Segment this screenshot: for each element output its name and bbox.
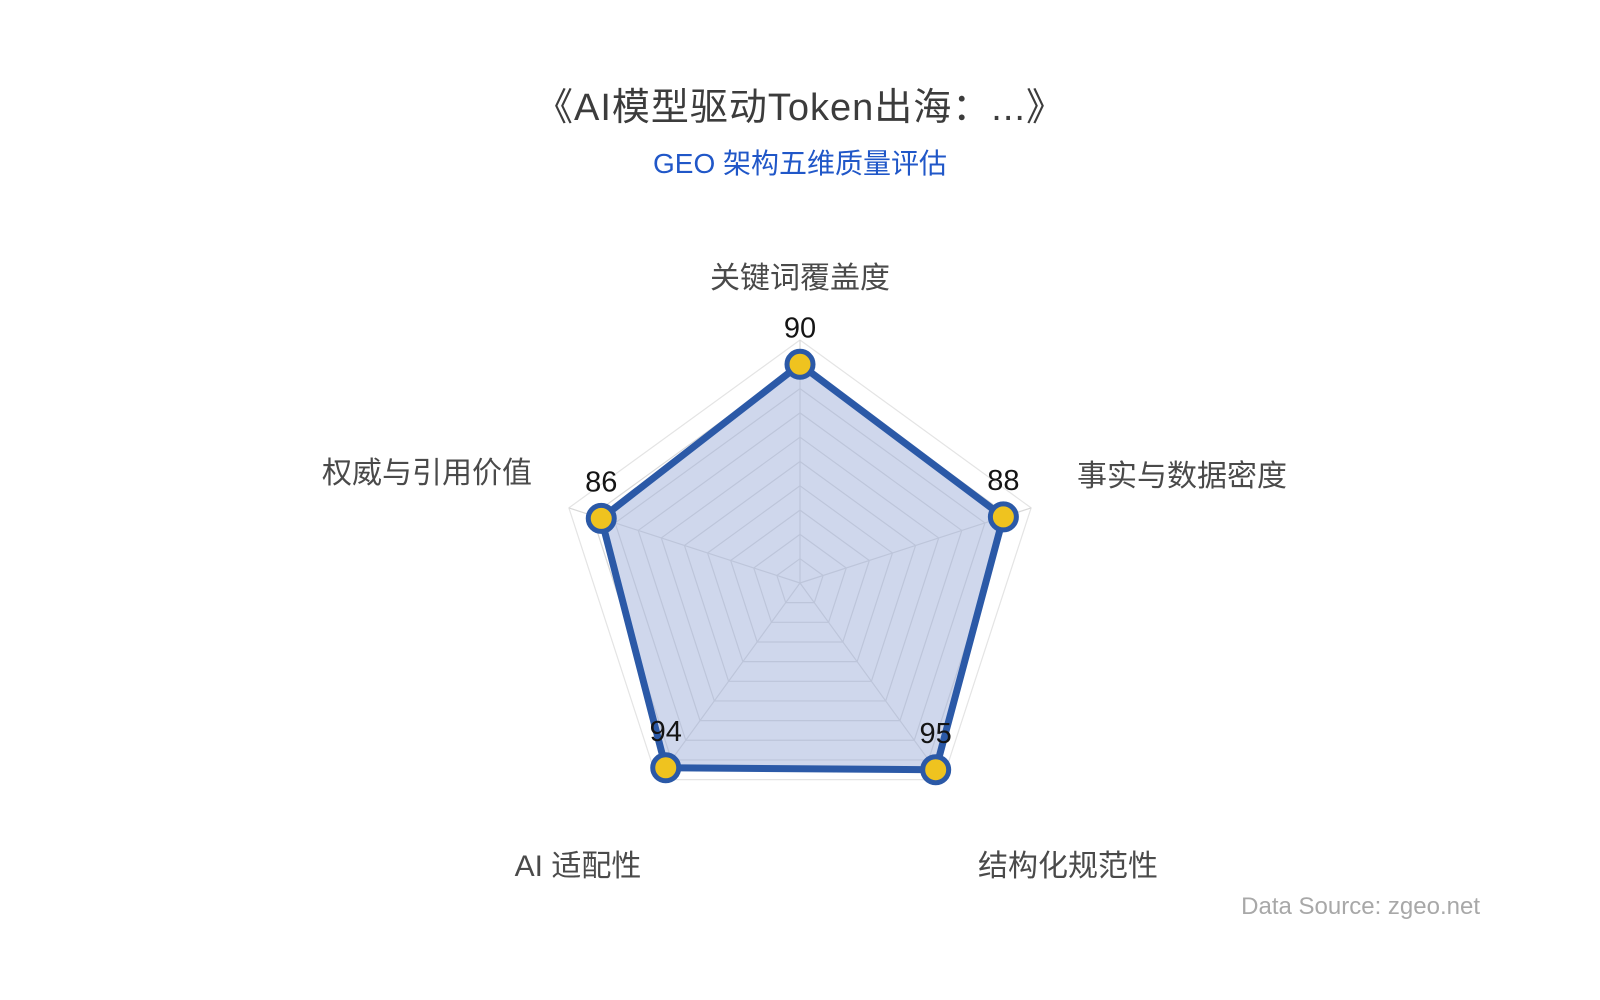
axis-label: AI 适配性	[515, 850, 642, 883]
data-point[interactable]	[784, 348, 816, 380]
value-label: 94	[650, 716, 682, 748]
chart-subtitle: GEO 架构五维质量评估	[652, 148, 947, 179]
data-source-label: Data Source: zgeo.net	[1241, 893, 1480, 920]
data-point[interactable]	[650, 752, 682, 784]
axis-label: 关键词覆盖度	[710, 262, 890, 295]
series-area	[597, 360, 1007, 774]
value-label: 90	[784, 312, 816, 344]
page-title: 《AI模型驱动Token出海：...》	[535, 87, 1065, 129]
data-point[interactable]	[585, 502, 617, 534]
axis-label: 事实与数据密度	[1077, 460, 1287, 493]
value-label: 95	[920, 718, 952, 750]
value-label: 88	[987, 465, 1019, 497]
axis-label: 权威与引用价值	[322, 457, 532, 490]
data-point[interactable]	[987, 501, 1019, 533]
grid-ring	[568, 339, 1032, 781]
axis-label: 结构化规范性	[978, 850, 1158, 883]
value-label: 86	[585, 466, 617, 498]
data-point[interactable]	[920, 754, 952, 786]
